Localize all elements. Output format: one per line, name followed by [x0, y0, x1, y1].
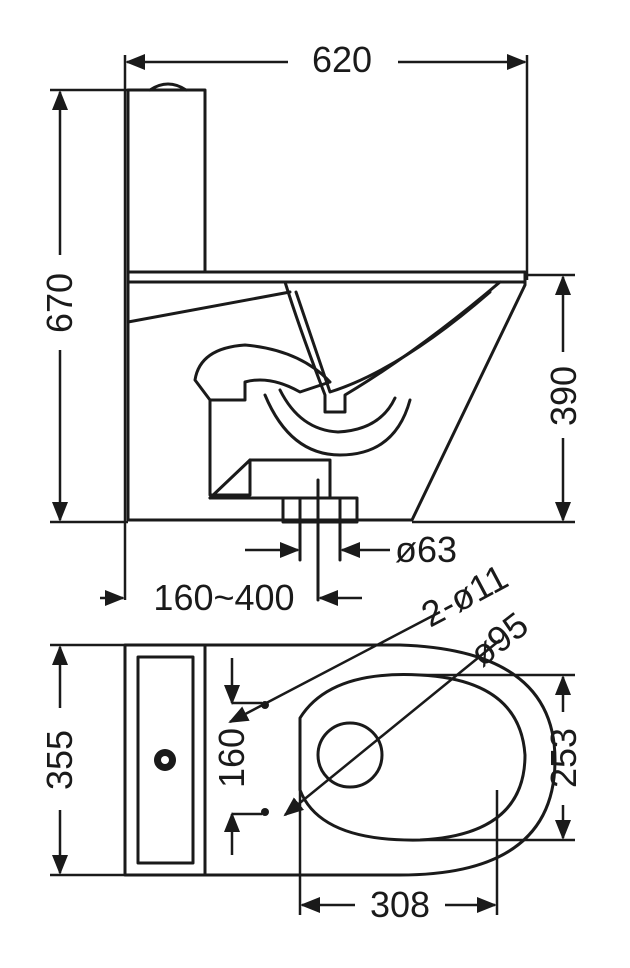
outlet-flange — [281, 496, 359, 524]
top-outline — [123, 643, 557, 877]
dim-bowl-height-label: 390 — [543, 366, 584, 426]
tank-lid — [136, 655, 195, 865]
flush-button — [148, 82, 188, 92]
dim-outlet-diameter: ø63 — [245, 529, 457, 570]
dim-bowl-height: 390 — [412, 273, 584, 524]
dim-rough-in: 160~400 — [100, 577, 362, 618]
dim-bowl-length: 308 — [298, 790, 499, 925]
dim-depth: 355 — [39, 643, 125, 877]
body-outline — [126, 270, 527, 522]
tank-outline — [126, 88, 207, 274]
dim-rough-in-label: 160~400 — [153, 577, 294, 618]
bowl-inner-2 — [294, 290, 492, 394]
trap-diagonal — [208, 458, 252, 500]
flush-knob-center — [161, 756, 169, 764]
dim-bowl-width: 253 — [420, 673, 584, 842]
trap-curve — [263, 393, 412, 457]
bolt-hole-bottom — [261, 808, 269, 816]
dim-bowl-length-label: 308 — [370, 884, 430, 925]
dim-bolt-spacing-label: 160 — [211, 728, 252, 788]
seat-outline — [298, 673, 527, 842]
outlet-circle — [316, 721, 384, 789]
dim-outlet-top: ø95 — [283, 604, 536, 817]
dim-outlet-diameter-label: ø63 — [395, 529, 457, 570]
dim-bolt-spacing: 160 — [211, 658, 262, 855]
bowl-inner — [283, 280, 502, 414]
trap-inner — [278, 388, 397, 434]
dim-width: 620 — [123, 39, 529, 600]
trap-head — [193, 343, 332, 402]
dim-width-label: 620 — [312, 39, 372, 80]
top-view — [123, 643, 557, 877]
dim-depth-label: 355 — [39, 730, 80, 790]
dim-bowl-width-label: 253 — [543, 728, 584, 788]
dim-height-label: 670 — [39, 273, 80, 333]
dim-height: 670 — [39, 88, 128, 524]
side-view — [126, 82, 527, 602]
tank-slope — [126, 290, 292, 324]
